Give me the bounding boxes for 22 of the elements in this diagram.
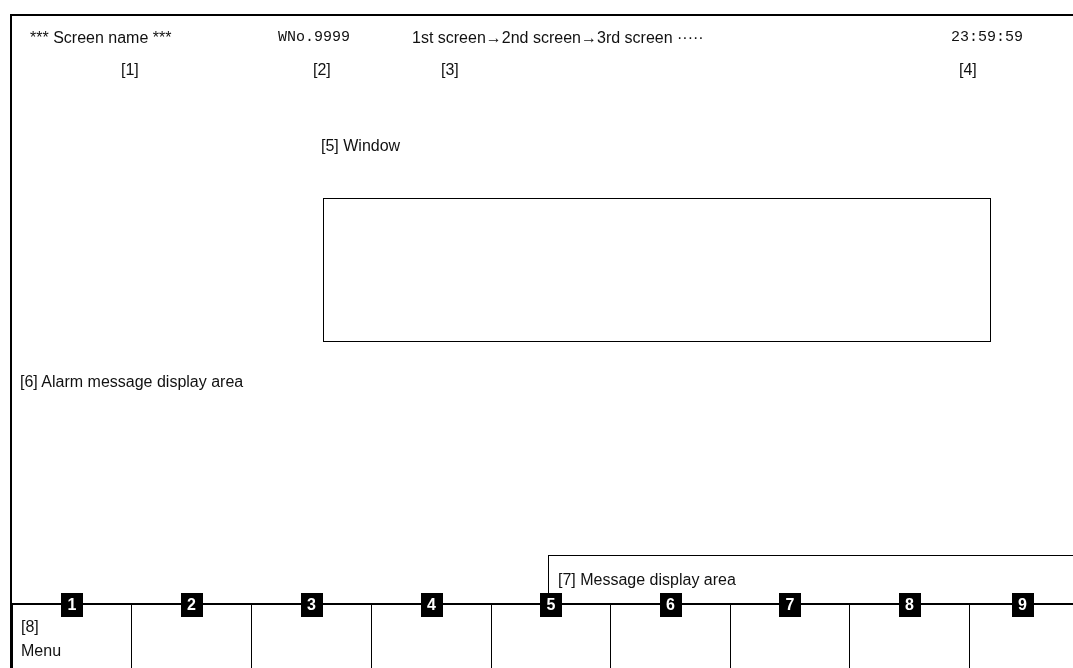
screen-history: 1st screen→2nd screen→3rd screen ····· — [412, 28, 704, 48]
key-number: 5 — [540, 593, 562, 617]
key-label: [8] Menu — [21, 617, 63, 661]
window-label: [5] Window — [321, 136, 401, 156]
key-number: 7 — [779, 593, 801, 617]
callout-number: [1] — [121, 60, 139, 80]
area-label: [6] Alarm message display area — [20, 372, 244, 392]
key-number: 3 — [300, 593, 323, 617]
key-number: 8 — [898, 593, 921, 617]
key-number: 1 — [61, 593, 83, 617]
key-number: 2 — [180, 593, 203, 617]
callout-number: [3] — [441, 60, 459, 80]
callout-number: [4] — [959, 60, 977, 80]
key-number: 4 — [420, 593, 443, 617]
callout-number: [2] — [313, 60, 331, 80]
clock-time: 23:59:59 — [951, 28, 1023, 48]
key-number: 6 — [659, 593, 682, 617]
area-label: [7] Message display area — [558, 570, 736, 590]
key-number: 9 — [1011, 593, 1034, 617]
screen-frame — [10, 14, 1073, 668]
screen-name: *** Screen name *** — [30, 28, 172, 48]
window-number: WNo.9999 — [278, 28, 350, 48]
